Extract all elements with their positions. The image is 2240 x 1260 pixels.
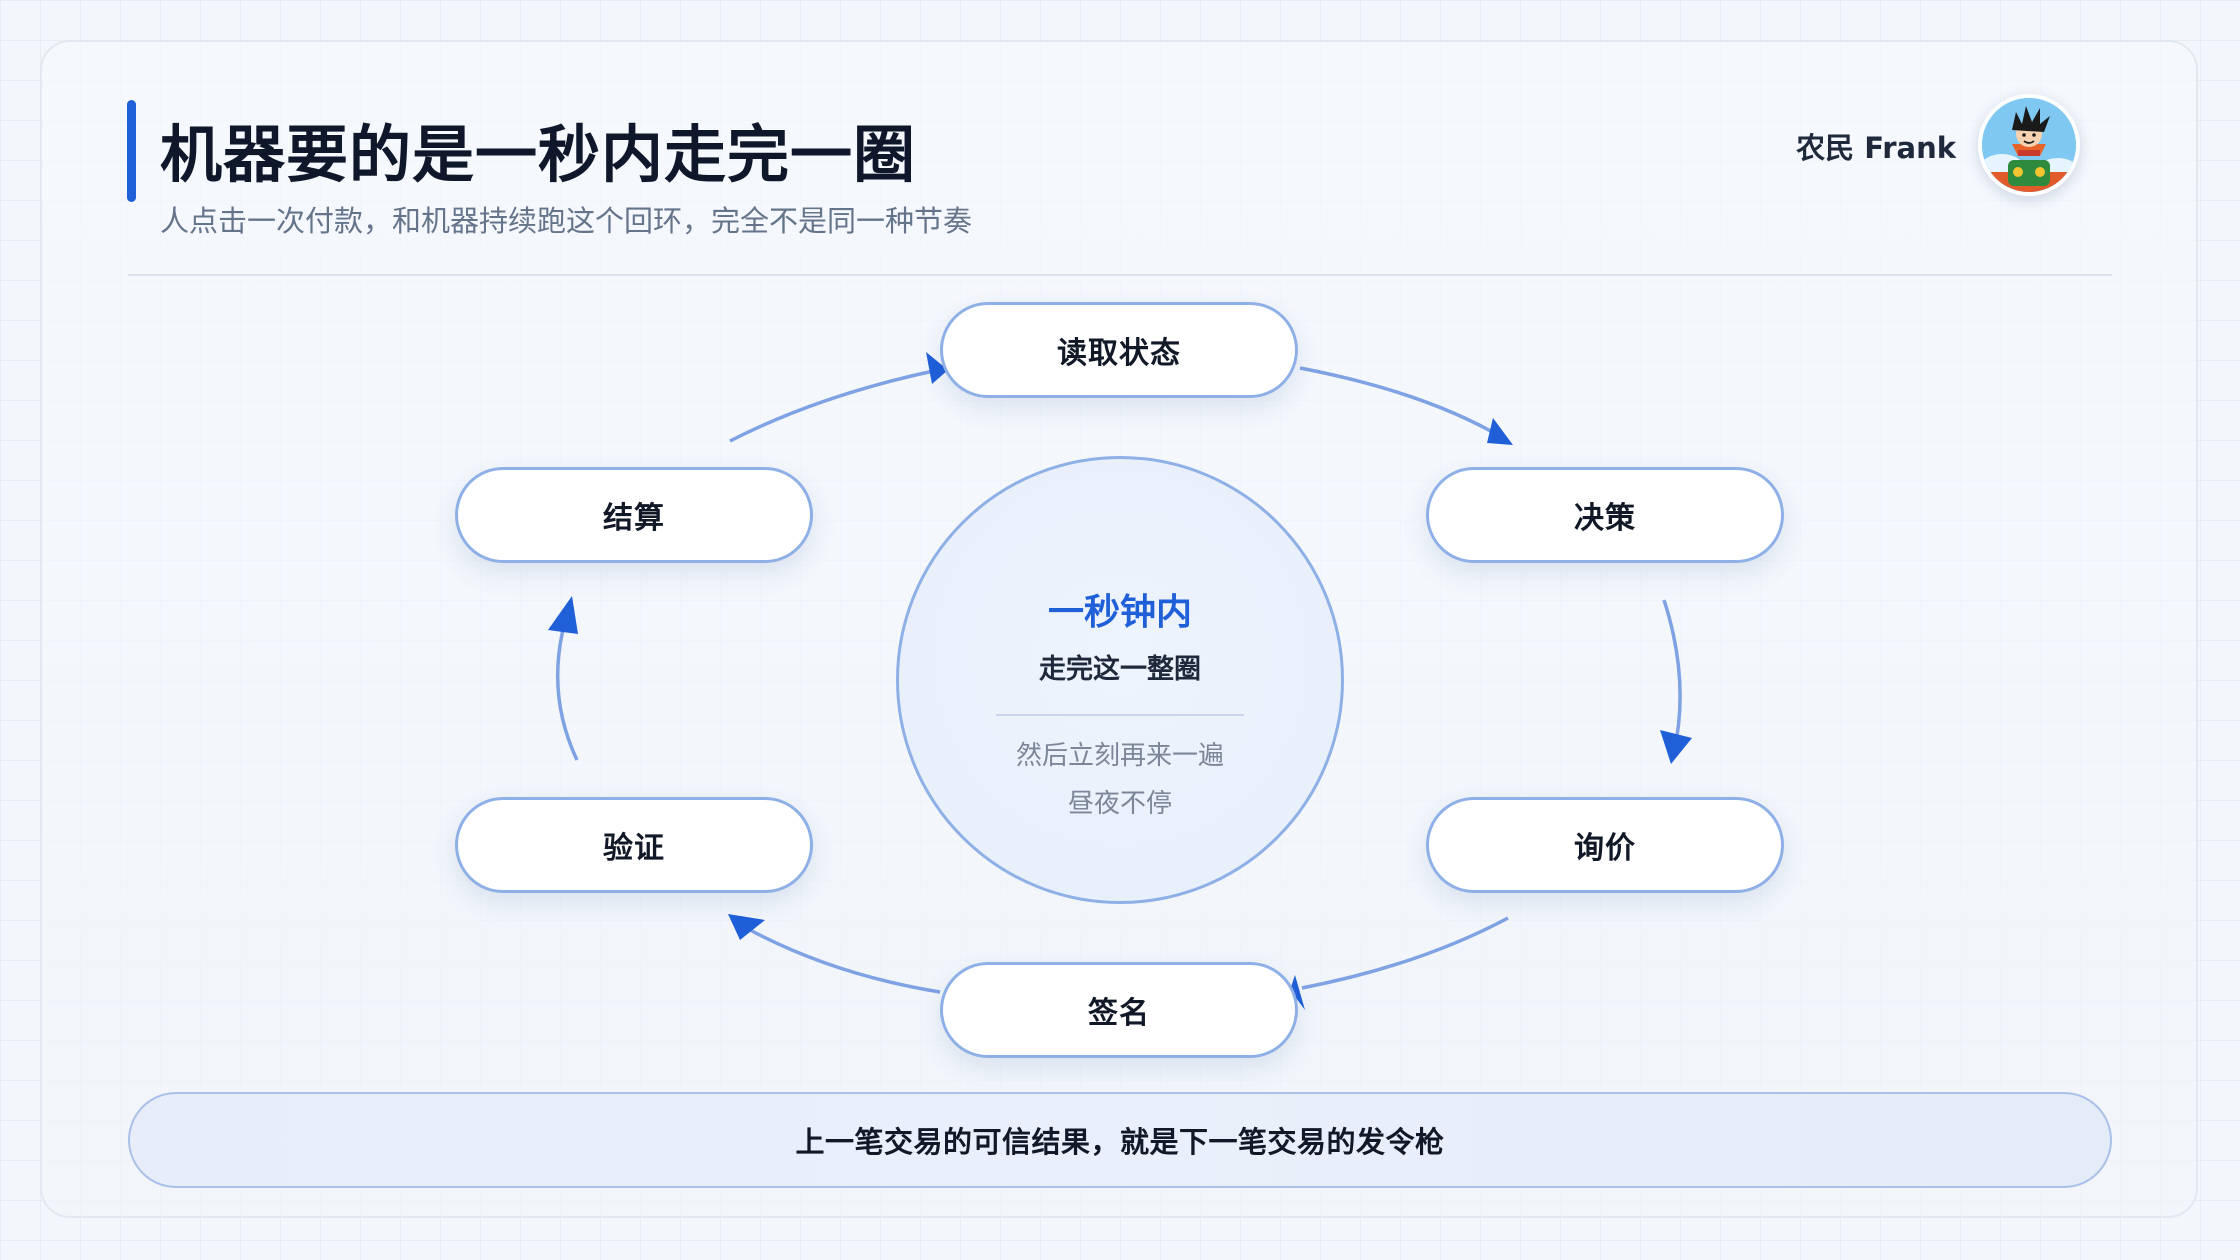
node-decide: 决策 xyxy=(1426,467,1784,563)
node-read-state: 读取状态 xyxy=(940,302,1298,398)
node-label: 读取状态 xyxy=(1057,336,1181,371)
center-circle xyxy=(896,456,1344,904)
node-label: 决策 xyxy=(1574,501,1636,536)
center-subtitle: 走完这一整圈 xyxy=(1039,654,1201,685)
title-accent-bar xyxy=(127,100,136,202)
brand-name: 农民 Frank xyxy=(1796,131,1956,165)
node-quote: 询价 xyxy=(1426,797,1784,893)
arrow-settle-to-read-head xyxy=(926,352,948,384)
arrow-quote-to-sign-head xyxy=(1290,975,1305,1010)
arrow-read-to-decide-head xyxy=(1487,418,1513,445)
center-divider xyxy=(996,714,1244,716)
arrow-verify-to-settle-line xyxy=(555,617,579,761)
arrow-decide-to-quote-line xyxy=(1662,599,1682,753)
header-divider xyxy=(128,274,2112,276)
page-subtitle: 人点击一次付款，和机器持续跑这个回环，完全不是同一种节奏 xyxy=(160,204,973,238)
footer-banner: 上一笔交易的可信结果，就是下一笔交易的发令枪 xyxy=(128,1092,2112,1188)
arrow-sign-to-verify-head xyxy=(728,914,765,940)
node-settle: 结算 xyxy=(455,467,813,563)
arrow-settle-to-read-line xyxy=(729,368,939,443)
footer-text: 上一笔交易的可信结果，就是下一笔交易的发令枪 xyxy=(795,1125,1445,1159)
center-title: 一秒钟内 xyxy=(1047,592,1192,633)
arrow-read-to-decide-line xyxy=(1299,366,1504,440)
node-sign: 签名 xyxy=(940,962,1298,1058)
center-note-line2: 昼夜不停 xyxy=(1067,789,1172,819)
node-label: 询价 xyxy=(1574,831,1636,866)
node-label: 签名 xyxy=(1088,996,1150,1031)
node-verify: 验证 xyxy=(455,797,813,893)
node-label: 结算 xyxy=(603,501,665,536)
center-note-line1: 然后立刻再来一遍 xyxy=(1015,741,1224,771)
arrow-sign-to-verify-line xyxy=(749,928,941,994)
node-label: 验证 xyxy=(603,831,665,866)
page-title: 机器要的是一秒内走完一圈 xyxy=(160,118,917,191)
avatar xyxy=(1978,94,2080,196)
arrow-verify-to-settle-head xyxy=(548,596,578,634)
arrow-decide-to-quote-head xyxy=(1660,730,1692,764)
arrow-quote-to-sign-line xyxy=(1301,916,1509,990)
